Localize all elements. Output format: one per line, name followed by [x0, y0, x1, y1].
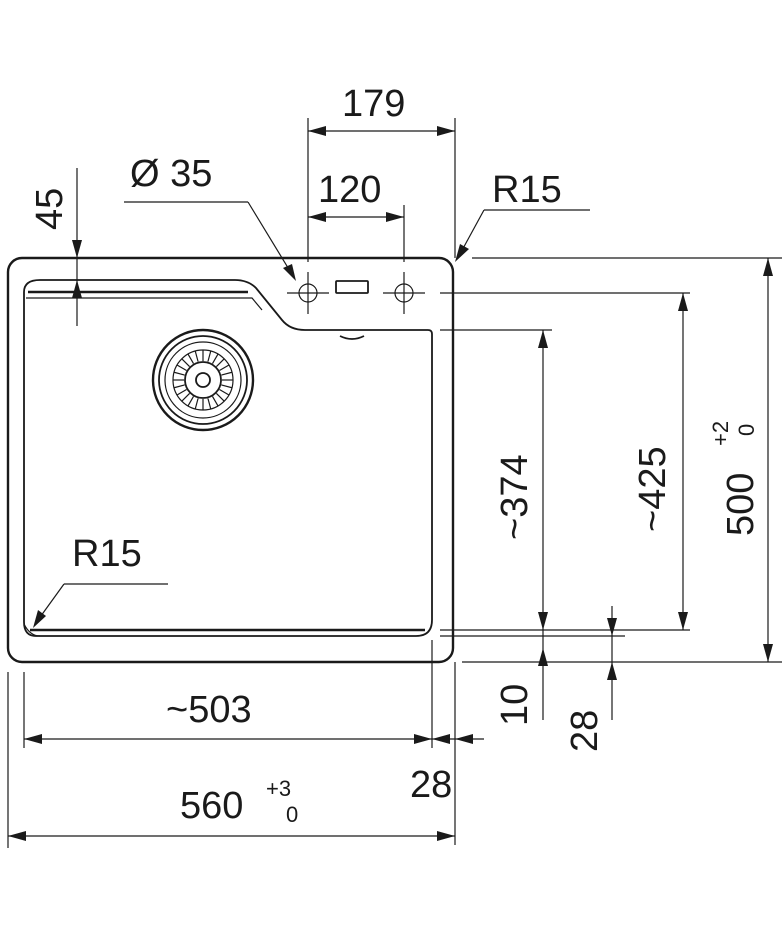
- sink-ledge-line-2: [26, 297, 263, 311]
- dim-45: 45: [29, 168, 82, 326]
- drain-rib: [194, 350, 199, 362]
- drain-rib: [211, 396, 219, 407]
- dim-503-label: ~503: [166, 689, 252, 731]
- dim-500-tol-upper: +2: [708, 421, 733, 446]
- drain-rib: [221, 371, 233, 376]
- drain-rib: [219, 388, 230, 396]
- dim-r15-outer-label: R15: [492, 169, 562, 211]
- sink-inner-bowl: [23, 279, 433, 637]
- sink-outer-rim: [6, 256, 455, 664]
- dim-10: 10: [494, 648, 548, 726]
- drain-rib: [194, 398, 199, 410]
- drain-rib: [176, 364, 187, 372]
- dim-374-label: ~374: [494, 454, 536, 540]
- drain-rib: [187, 353, 195, 364]
- dim-500-label: 500: [720, 473, 762, 536]
- dim-425-label: ~425: [632, 446, 674, 532]
- drain-rib: [207, 398, 212, 410]
- drain-rib: [187, 396, 195, 407]
- drain-rib: [207, 350, 212, 362]
- drain-rib: [173, 384, 185, 389]
- dim-560-tol-upper: +3: [266, 776, 291, 801]
- sink-bottom-lip-2: [23, 623, 41, 637]
- dim-r15-inner: R15: [33, 533, 168, 628]
- drain-rib: [181, 393, 190, 402]
- overflow-opening: [339, 335, 365, 340]
- dim-120: 120: [308, 169, 405, 262]
- dim-500: 500 +2 0: [708, 258, 773, 662]
- dim-r15-inner-label: R15: [72, 533, 142, 575]
- dim-503: ~503: [23, 640, 433, 748]
- drain-rib: [219, 364, 230, 372]
- dim-179: 179: [307, 83, 456, 262]
- dim-560-tol-lower: 0: [286, 802, 298, 827]
- overflow-slot: [335, 280, 369, 294]
- tap-hole-left: [287, 272, 329, 314]
- drain-rib: [216, 358, 225, 367]
- dim-28-horizontal-label: 28: [410, 764, 452, 806]
- dim-28-horizontal: 28: [410, 662, 484, 845]
- dim-179-label: 179: [342, 83, 405, 125]
- sink-outline: [6, 256, 455, 664]
- drain-rib: [216, 393, 225, 402]
- drain-rib: [221, 384, 233, 389]
- dim-28-vertical-label: 28: [564, 710, 606, 752]
- right-extension-lines: [440, 257, 782, 663]
- dim-500-tol-lower: 0: [734, 424, 759, 436]
- dim-425: ~425: [632, 293, 688, 630]
- drain-rib: [181, 358, 190, 367]
- dim-diameter-35-label: Ø 35: [130, 153, 212, 195]
- dim-diameter-35: Ø 35: [124, 153, 296, 281]
- dim-560-label: 560: [180, 785, 243, 827]
- tap-hole-right: [383, 272, 425, 314]
- dim-10-label: 10: [494, 684, 536, 726]
- dim-45-label: 45: [29, 188, 71, 230]
- drain-rib: [176, 388, 187, 396]
- dim-28-vertical: 28: [564, 606, 617, 752]
- dim-120-label: 120: [318, 169, 381, 211]
- drain-rib: [173, 371, 185, 376]
- drain-rib: [211, 353, 219, 364]
- dim-r15-outer: R15: [455, 169, 590, 262]
- drain-strainer: [151, 328, 255, 432]
- dim-560: 560 +3 0: [7, 672, 455, 848]
